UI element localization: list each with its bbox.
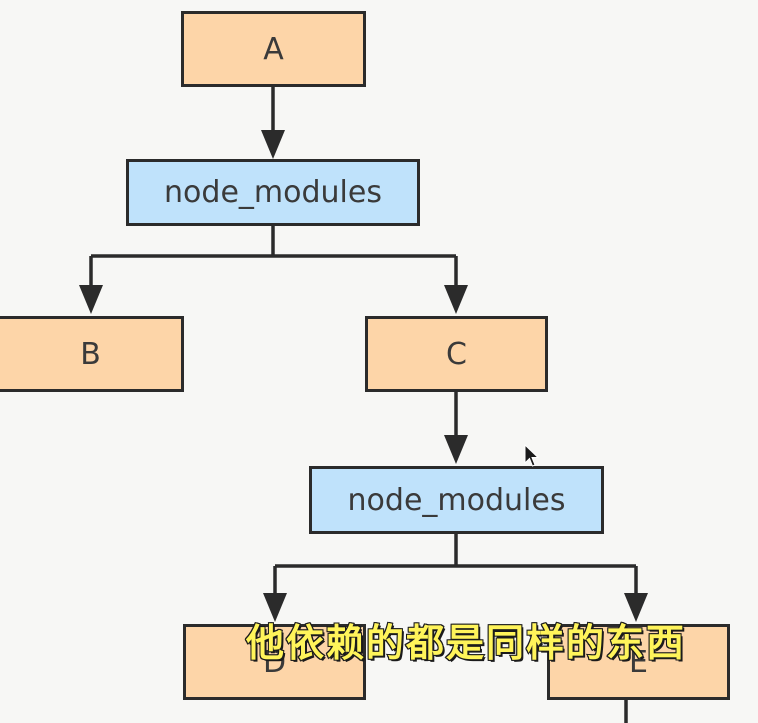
video-subtitle: 他依赖的都是同样的东西 — [245, 620, 687, 666]
node-b-label: B — [80, 336, 101, 372]
node-c: C — [365, 316, 548, 392]
node-d-label: D — [262, 644, 287, 680]
arrowhead-to-node-modules — [261, 130, 285, 159]
node-a: A — [181, 11, 366, 87]
node-modules-top-label: node_modules — [164, 175, 382, 210]
mouse-cursor-icon — [524, 444, 540, 467]
arrowhead-to-c — [444, 285, 468, 314]
node-modules-top: node_modules — [126, 159, 420, 226]
arrowhead-to-d — [263, 593, 287, 622]
node-c-label: C — [446, 336, 467, 372]
node-b: B — [0, 316, 184, 392]
arrowhead-to-b — [79, 285, 103, 314]
node-d: D — [183, 624, 366, 700]
node-a-label: A — [263, 31, 284, 67]
arrowhead-to-inner-node-modules — [444, 435, 468, 464]
node-modules-inner-label: node_modules — [347, 482, 566, 518]
arrowhead-to-e — [624, 593, 648, 622]
node-modules-inner: node_modules — [309, 466, 604, 534]
node-e-label: E — [629, 644, 648, 680]
node-e: E — [547, 624, 730, 700]
